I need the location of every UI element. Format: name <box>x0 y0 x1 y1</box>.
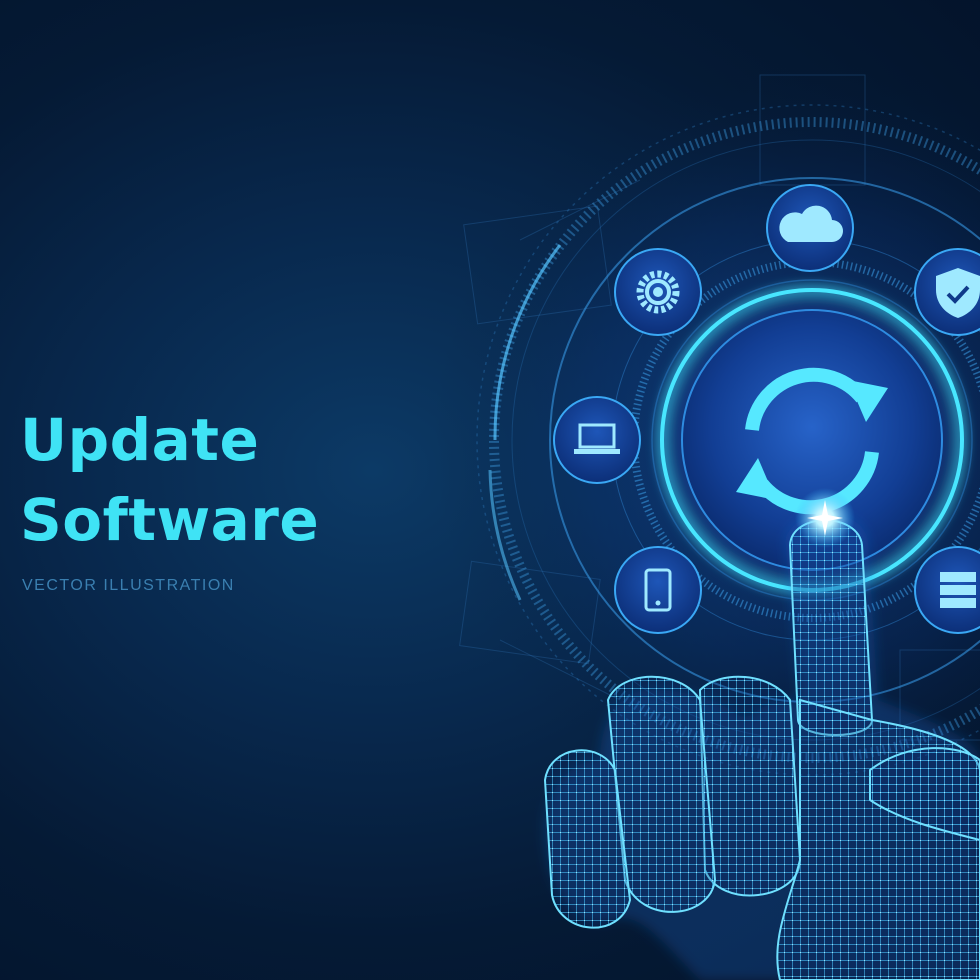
shield-check-icon <box>936 268 980 318</box>
wireframe-hand-icon <box>543 513 980 980</box>
orbit-node-shield <box>914 248 980 336</box>
orbit-node-gear <box>614 248 702 336</box>
subtitle: VECTOR ILLUSTRATION <box>22 577 235 594</box>
orbit-node-laptop <box>553 396 641 484</box>
orbit-node-server <box>914 546 980 634</box>
gear-icon <box>636 270 680 314</box>
touch-spark <box>795 488 855 548</box>
hud-frames <box>459 74 980 741</box>
orbit-node-cloud <box>766 184 854 272</box>
server-icon <box>940 572 976 608</box>
refresh-arrowhead-top <box>848 380 888 422</box>
refresh-button-graphic <box>659 287 965 593</box>
smartphone-icon <box>644 568 672 612</box>
refresh-arrowhead-bottom <box>736 458 776 500</box>
page-title: Update Software <box>20 400 319 560</box>
laptop-icon <box>574 423 620 454</box>
orbit-node-phone <box>614 546 702 634</box>
title-line-2: Software <box>20 486 320 554</box>
title-line-1: Update <box>20 406 260 474</box>
cloud-icon <box>779 205 843 242</box>
